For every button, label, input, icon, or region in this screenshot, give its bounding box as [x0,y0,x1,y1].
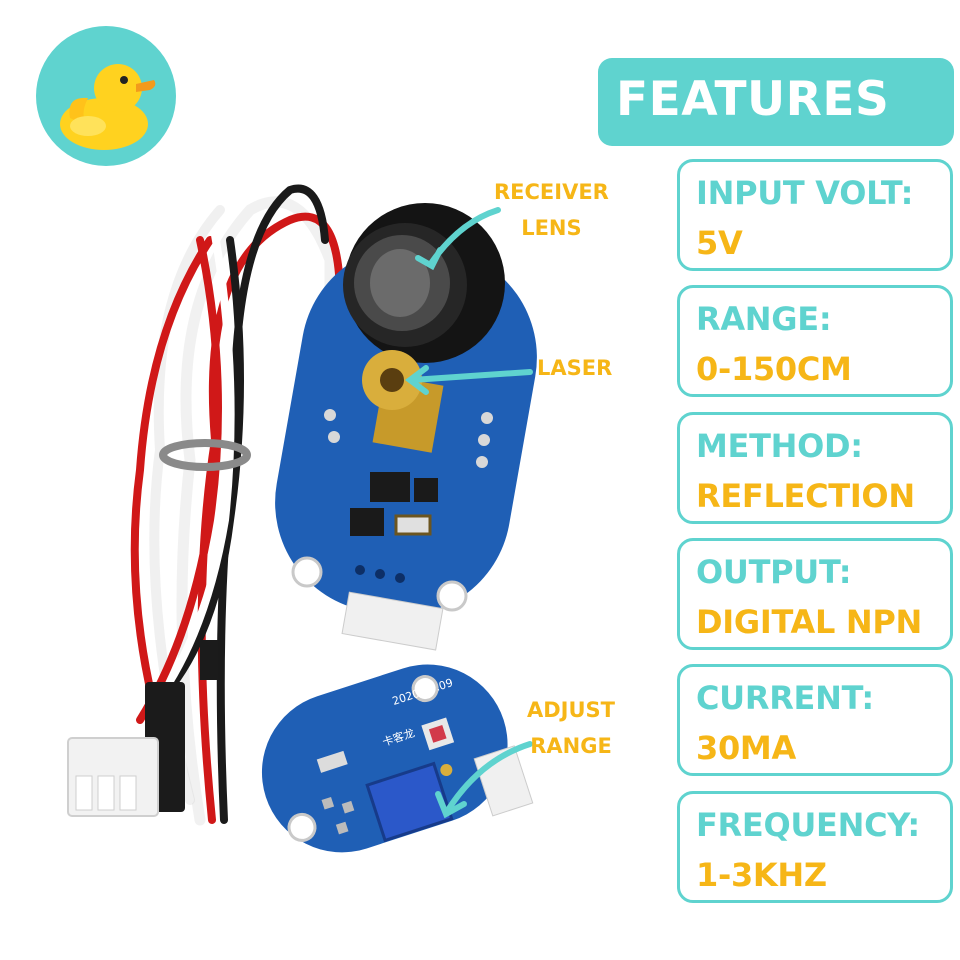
feature-value: DIGITAL NPN [696,603,922,641]
feature-label: CURRENT: [696,679,874,717]
feature-value: 1-3KHZ [696,856,827,894]
feature-label: METHOD: [696,427,863,465]
feature-card-range: RANGE: 0-150CM [677,285,953,397]
feature-label: INPUT VOLT: [696,174,914,212]
laser-annotation: LASER [537,350,612,386]
laser-label: LASER [537,356,613,380]
receiver-label-line2: LENS [521,216,582,240]
receiver-lens-annotation: RECEIVER LENS [494,174,609,246]
feature-card-current: CURRENT: 30MA [677,664,953,776]
feature-card-input-volt: INPUT VOLT: 5V [677,159,953,271]
features-header: FEATURES [598,58,954,146]
feature-card-method: METHOD: REFLECTION [677,412,953,524]
adjust-label-line2: RANGE [530,734,612,758]
feature-value: 0-150CM [696,350,852,388]
adjust-label-line1: ADJUST [527,698,615,722]
rubber-duck-icon [60,64,156,150]
feature-label: FREQUENCY: [696,806,920,844]
brand-logo [36,26,176,166]
receiver-label-line1: RECEIVER [494,180,609,204]
adjust-range-annotation: ADJUST RANGE [527,692,615,764]
feature-label: OUTPUT: [696,553,852,591]
features-title: FEATURES [616,72,890,127]
feature-label: RANGE: [696,300,832,338]
feature-value: REFLECTION [696,477,915,515]
feature-card-output: OUTPUT: DIGITAL NPN [677,538,953,650]
feature-card-frequency: FREQUENCY: 1-3KHZ [677,791,953,903]
feature-value: 5V [696,224,743,262]
feature-value: 30MA [696,729,796,767]
